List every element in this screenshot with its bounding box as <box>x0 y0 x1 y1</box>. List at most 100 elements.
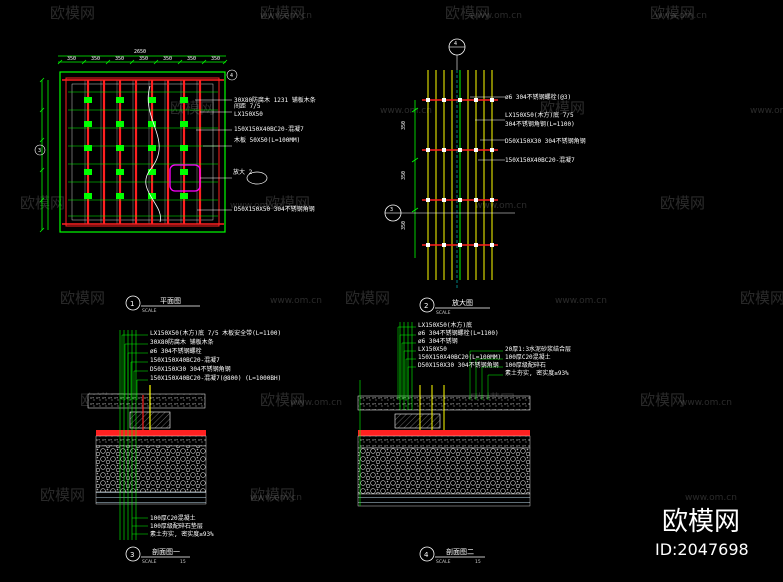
watermark-brand: 欧模网 <box>445 4 490 22</box>
section1-bottom-1: 100厚C20混凝土 <box>150 514 196 522</box>
brand-name: 欧模网 <box>662 507 740 537</box>
watermark-url: www.om.cn <box>270 296 322 306</box>
plan-note-1: 30X80防腐木 1231 铺板木条 <box>234 96 316 104</box>
plan-note-2: 间距 7/5 <box>234 102 261 110</box>
watermark-url: www.om.cn <box>750 106 783 116</box>
section1-bottom-3: 素土夯实, 密实度≥93% <box>150 530 214 538</box>
section-view-2: LX150X50(木方)底 ø6 304不锈钢螺栓(L=1100) ø6 304… <box>357 321 571 565</box>
watermark-url: www.om.cn <box>260 11 312 21</box>
section1-note-1: LX150X50(木方)底 7/5 木板安全带(L=1100) <box>150 329 281 337</box>
watermark-brand: 欧模网 <box>260 4 305 22</box>
svg-text:4: 4 <box>230 73 233 79</box>
watermark-url: www.om.cn <box>380 106 432 116</box>
watermark-brand: 欧模网 <box>250 486 295 504</box>
section2-note-1: LX150X50(木方)底 <box>418 321 472 329</box>
view-title-3: 3 剖面图一 SCALE 15 <box>125 546 190 565</box>
section2-note-2: ø6 304不锈钢螺栓(L=1100) <box>418 329 499 337</box>
section1-note-4: 150X150X40BC20-混凝7 <box>150 356 220 364</box>
watermark-url: www.om.cn <box>475 201 527 211</box>
section1-note-5: D50X150X30 304不锈钢角钢 <box>150 365 231 373</box>
enlarged-note-4: D50X150X30 304不锈钢角钢 <box>505 137 586 145</box>
watermark-brand: 欧模网 <box>260 391 305 409</box>
view-title-2: 2 放大图 SCALE <box>419 297 490 316</box>
watermark-brand: 欧模网 <box>50 4 95 22</box>
svg-text:3: 3 <box>130 551 134 559</box>
enlarged-dim: 350 <box>401 171 407 180</box>
svg-text:平面图: 平面图 <box>160 297 181 305</box>
plan-note-3: LX150X50 <box>234 111 263 118</box>
svg-text:SCALE: SCALE <box>436 559 451 565</box>
plan-top-dim: 350 <box>115 56 124 62</box>
svg-text:15: 15 <box>475 559 481 565</box>
svg-text:SCALE: SCALE <box>142 308 157 314</box>
plan-total-dim: 2650 <box>134 49 146 55</box>
view-title-4: 4 剖面图二 SCALE 15 <box>419 546 485 565</box>
watermark-url: www.om.cn <box>230 201 282 211</box>
watermark-url: www.om.cn <box>685 493 737 503</box>
watermark-brand: 欧模网 <box>265 194 310 212</box>
plan-top-dim: 350 <box>67 56 76 62</box>
enlarged-note-3: 304不锈钢角钢(L=1100) <box>505 120 575 128</box>
enlarged-note-2: LX150X50(木方)底 7/5 <box>505 111 574 119</box>
section-marker-4: 4 <box>226 69 238 81</box>
enlarged-view: 350 350 350 ø6 304不锈钢螺栓(@3) LX150X50(木方)底 … <box>384 38 586 316</box>
watermark-brand: 欧模网 <box>740 289 783 307</box>
watermark-url: www.om.cn <box>680 398 732 408</box>
watermark-brand: 欧模网 <box>640 391 685 409</box>
svg-text:剖面图一: 剖面图一 <box>152 547 180 556</box>
watermark-brand: 欧模网 <box>345 289 390 307</box>
svg-text:SCALE: SCALE <box>142 559 157 565</box>
plan-callout: 放大 2 <box>233 168 268 185</box>
watermark-brand: 欧模网 <box>40 486 85 504</box>
watermark-brand: 欧模网 <box>650 4 695 22</box>
svg-text:4: 4 <box>424 551 429 559</box>
view-title-1: 1 平面图 SCALE <box>125 295 200 314</box>
svg-text:2: 2 <box>424 302 428 310</box>
svg-text:3: 3 <box>38 148 41 154</box>
section2-note-5: 150X150X40BC20(L=100MM) <box>418 354 501 361</box>
svg-text:SCALE: SCALE <box>436 310 451 316</box>
section2-right-1: 20厚1:3水泥砂浆结合层 <box>505 345 571 353</box>
section1-note-2: 30X80防腐木 铺板木条 <box>150 338 214 346</box>
watermark-url: www.om.cn <box>555 296 607 306</box>
plan-top-dim: 350 <box>211 56 220 62</box>
watermark-url: www.om.cn <box>250 493 302 503</box>
section1-note-3: ø6 304不锈钢螺栓 <box>150 347 202 355</box>
svg-text:放大图: 放大图 <box>452 298 473 307</box>
plan-note-5: 木板 50X50(L=100MM) <box>234 136 300 144</box>
section2-right-4: 素土夯实, 密实度≥93% <box>505 369 569 377</box>
section2-note-4: LX150X50 <box>418 346 447 353</box>
section-marker-left: 3 <box>384 204 515 222</box>
plan-callout-label: 放大 2 <box>233 168 253 176</box>
enlarged-note-1: ø6 304不锈钢螺栓(@3) <box>505 93 571 101</box>
plan-top-dim: 350 <box>163 56 172 62</box>
section1-note-6: 150X150X40BC20-混凝7(@800) (L=1000BH) <box>150 374 281 382</box>
watermark-brand: 欧模网 <box>60 289 105 307</box>
plan-note-4: 150X150X40BC20-混凝7 <box>234 125 304 133</box>
section2-right-3: 100厚级配碎石 <box>505 361 546 369</box>
svg-text:剖面图二: 剖面图二 <box>446 547 474 556</box>
brand-stamp: 欧模网 ID:2047698 <box>655 507 749 559</box>
plan-top-dim: 350 <box>139 56 148 62</box>
watermark-url: www.om.cn <box>470 11 522 21</box>
watermark-url: www.om.cn <box>655 11 707 21</box>
svg-text:3: 3 <box>390 207 393 213</box>
svg-text:1: 1 <box>130 300 134 308</box>
enlarged-dim: 350 <box>401 221 407 230</box>
plan-top-dim: 350 <box>187 56 196 62</box>
svg-text:15: 15 <box>180 559 186 565</box>
section-marker-top: 4 <box>448 38 466 70</box>
watermark-brand: 欧模网 <box>540 99 585 117</box>
section2-note-3: ø6 304不锈钢 <box>418 337 458 345</box>
section2-note-6: D50X150X30 304不锈钢角钢 <box>418 361 499 369</box>
section-view-1: LX150X50(木方)底 7/5 木板安全带(L=1100) 30X80防腐木… <box>87 329 281 565</box>
section-marker-3: 3 <box>34 144 46 156</box>
watermark-brand: 欧模网 <box>20 194 65 212</box>
enlarged-note-5: 150X150X40BC20-混凝7 <box>505 156 575 164</box>
enlarged-dim: 350 <box>401 121 407 130</box>
watermark-url: www.om.cn <box>290 398 342 408</box>
svg-text:4: 4 <box>454 41 457 47</box>
brand-id: ID:2047698 <box>655 540 749 559</box>
